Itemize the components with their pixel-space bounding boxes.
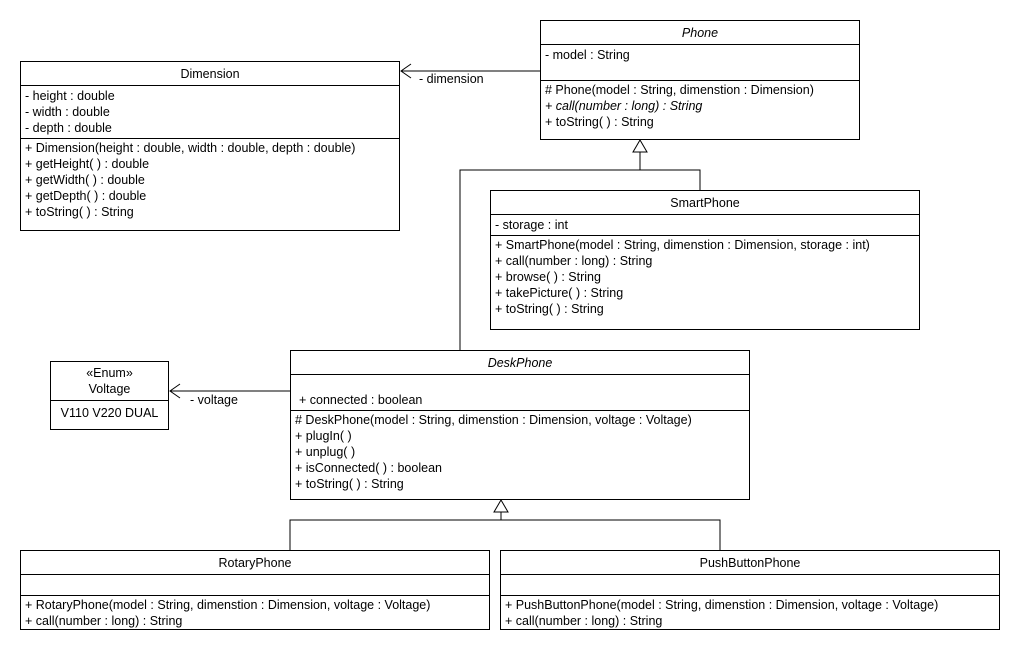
operation: + isConnected( ) : boolean (295, 461, 442, 475)
class-name-dimension: Dimension (21, 62, 399, 86)
attribute: + connected : boolean (299, 393, 423, 407)
attribute: - storage : int (495, 218, 568, 232)
operations-rotaryphone: + RotaryPhone(model : String, dimenstion… (21, 596, 489, 629)
attribute: - model : String (545, 48, 630, 62)
class-name-phone: Phone (541, 21, 859, 45)
operation: # DeskPhone(model : String, dimenstion :… (295, 413, 692, 427)
association-arrowhead-voltage (169, 383, 181, 399)
class-name-deskphone: DeskPhone (291, 351, 749, 375)
operation: + toString( ) : String (495, 302, 604, 316)
attribute: - width : double (25, 105, 110, 119)
class-name-smartphone: SmartPhone (491, 191, 919, 215)
operation: + PushButtonPhone(model : String, dimens… (505, 598, 939, 612)
attributes-smartphone: - storage : int (491, 215, 919, 236)
operation: + getHeight( ) : double (25, 157, 150, 171)
operations-smartphone: + SmartPhone(model : String, dimenstion … (491, 236, 919, 317)
generalization-arrowhead-deskphone (493, 499, 509, 513)
operation: + browse( ) : String (495, 270, 601, 284)
generalization-deskphone-to-phone (459, 152, 641, 350)
class-rotaryphone[interactable]: RotaryPhone + RotaryPhone(model : String… (20, 550, 490, 630)
class-smartphone[interactable]: SmartPhone - storage : int + SmartPhone(… (490, 190, 920, 330)
dimension-association-label: - dimension (419, 72, 484, 86)
attributes-deskphone: + connected : boolean (291, 375, 749, 411)
enum-name-voltage: Voltage (88, 382, 131, 396)
operations-phone: # Phone(model : String, dimenstion : Dim… (541, 81, 859, 130)
attribute: - height : double (25, 89, 115, 103)
association-arrowhead-dimension (400, 63, 412, 79)
operation: + plugIn( ) (295, 429, 352, 443)
operation: + toString( ) : String (25, 205, 134, 219)
attributes-dimension: - height : double - width : double - dep… (21, 86, 399, 139)
generalization-to-phone (640, 169, 701, 190)
operation: + getDepth( ) : double (25, 189, 147, 203)
attributes-phone: - model : String (541, 45, 859, 81)
operation: + SmartPhone(model : String, dimenstion … (495, 238, 870, 252)
operation: + toString( ) : String (295, 477, 404, 491)
voltage-association-label: - voltage (190, 393, 238, 407)
operation: + Dimension(height : double, width : dou… (25, 141, 356, 155)
operation: + getWidth( ) : double (25, 173, 145, 187)
class-name-pushbuttonphone: PushButtonPhone (501, 551, 999, 575)
generalization-to-deskphone (289, 519, 721, 550)
attribute: - depth : double (25, 121, 112, 135)
enum-literals-voltage: V110 V220 DUAL (60, 406, 159, 420)
operation: + unplug( ) (295, 445, 356, 459)
operation: # Phone(model : String, dimenstion : Dim… (545, 83, 814, 97)
operation: + call(number : long) : String (25, 614, 183, 628)
operations-dimension: + Dimension(height : double, width : dou… (21, 139, 399, 220)
generalization-arrowhead-phone (632, 139, 648, 153)
operation: + toString( ) : String (545, 115, 654, 129)
class-dimension[interactable]: Dimension - height : double - width : do… (20, 61, 400, 231)
operations-deskphone: # DeskPhone(model : String, dimenstion :… (291, 411, 749, 492)
class-name-rotaryphone: RotaryPhone (21, 551, 489, 575)
class-phone[interactable]: Phone - model : String # Phone(model : S… (540, 20, 860, 140)
attributes-pushbuttonphone (501, 575, 999, 596)
operation: + RotaryPhone(model : String, dimenstion… (25, 598, 431, 612)
operation-abstract: + call(number : long) : String (545, 99, 703, 113)
operation: + takePicture( ) : String (495, 286, 624, 300)
enum-voltage[interactable]: «Enum» Voltage V110 V220 DUAL (50, 361, 169, 430)
attributes-rotaryphone (21, 575, 489, 596)
operation: + call(number : long) : String (495, 254, 653, 268)
enum-stereotype: «Enum» (86, 366, 133, 380)
class-pushbuttonphone[interactable]: PushButtonPhone + PushButtonPhone(model … (500, 550, 1000, 630)
enum-header-voltage: «Enum» Voltage (51, 362, 168, 401)
operations-pushbuttonphone: + PushButtonPhone(model : String, dimens… (501, 596, 999, 629)
class-deskphone[interactable]: DeskPhone + connected : boolean # DeskPh… (290, 350, 750, 500)
operation: + call(number : long) : String (505, 614, 663, 628)
